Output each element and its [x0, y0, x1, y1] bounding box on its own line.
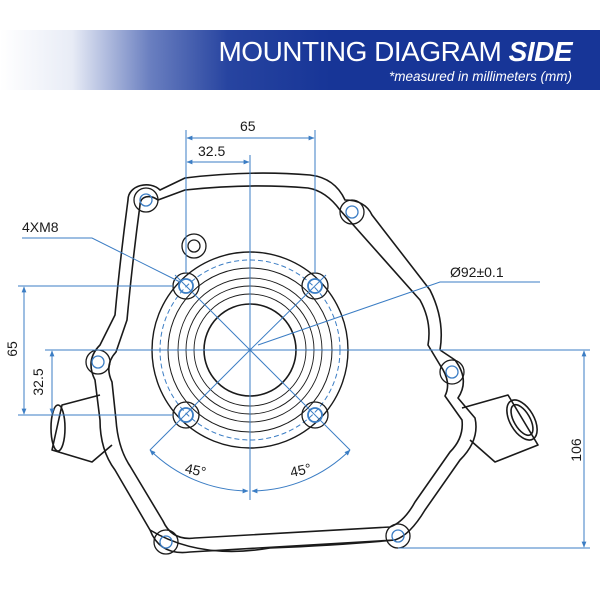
- dim-right-height: 106: [568, 438, 584, 462]
- title-emphasis: SIDE: [508, 36, 573, 67]
- dim-top-full: 65: [240, 118, 256, 134]
- housing-outline: [50, 172, 539, 554]
- dimension-lines: [18, 130, 590, 549]
- header-banner: [0, 30, 600, 90]
- upper-boss: [181, 233, 207, 259]
- title-main: MOUNTING DIAGRAM: [218, 36, 502, 67]
- bolt-callout: 4XM8: [22, 219, 59, 235]
- bore-callout: Ø92±0.1: [450, 264, 504, 280]
- dim-left-full: 65: [4, 341, 20, 357]
- units-note: *measured in millimeters (mm): [388, 69, 572, 84]
- diagram-title: MOUNTING DIAGRAM SIDE: [218, 36, 572, 68]
- dim-left-half: 32.5: [30, 368, 46, 396]
- dim-top-half: 32.5: [198, 143, 226, 159]
- perimeter-lugs: [85, 187, 465, 555]
